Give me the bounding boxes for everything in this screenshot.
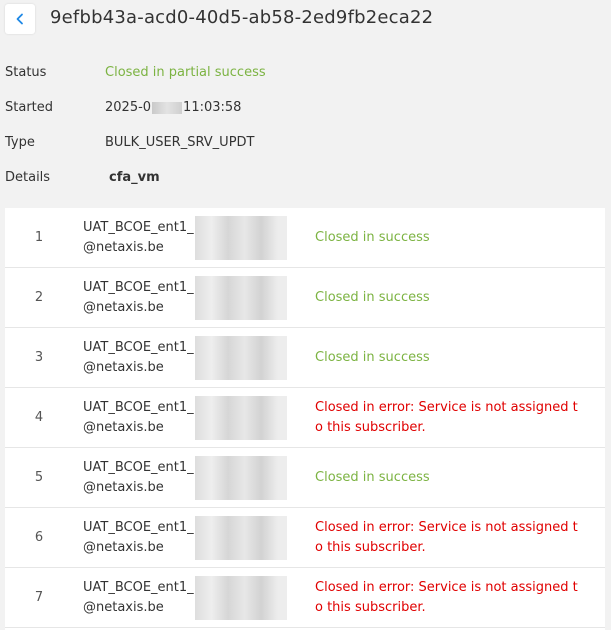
table-row: 6 UAT_BCOE_ent1_ @netaxis.be Closed in erro…: [5, 508, 605, 568]
row-user: UAT_BCOE_ent1_ @netaxis.be: [83, 336, 293, 380]
row-user: UAT_BCOE_ent1_ @netaxis.be: [83, 576, 293, 620]
user-prefix: UAT_BCOE_ent1_: [83, 580, 194, 595]
row-status: Closed in success: [315, 470, 430, 485]
page-header: 9efbb43a-acd0-40d5-ab58-2ed9fb2eca22: [0, 0, 611, 38]
started-time: 11:03:58: [183, 100, 242, 115]
type-value: BULK_USER_SRV_UPDT: [105, 135, 255, 150]
table-row: 4 UAT_BCOE_ent1_ @netaxis.be Closed in erro…: [5, 388, 605, 448]
user-prefix: UAT_BCOE_ent1_: [83, 340, 194, 355]
redacted-block: [195, 216, 287, 260]
row-number: 6: [34, 530, 44, 545]
row-status: Closed in success: [315, 350, 430, 365]
started-row: Started 2025-0 11:03:58: [5, 98, 305, 118]
row-number: 3: [34, 350, 44, 365]
table-row: 3 UAT_BCOE_ent1_ @netaxis.be Closed in succ…: [5, 328, 605, 388]
back-button[interactable]: [5, 4, 35, 34]
started-value: 2025-0 11:03:58: [105, 98, 241, 118]
status-label: Status: [5, 65, 47, 80]
row-status: Closed in error: Service is not assigned…: [315, 580, 578, 615]
user-domain: @netaxis.be: [83, 300, 164, 315]
page-title: 9efbb43a-acd0-40d5-ab58-2ed9fb2eca22: [50, 7, 434, 28]
row-status: Closed in success: [315, 230, 430, 245]
redacted-block: [195, 456, 287, 500]
user-domain: @netaxis.be: [83, 240, 164, 255]
redacted-block: [195, 576, 287, 620]
row-number: 4: [34, 410, 44, 425]
chevron-left-icon: [16, 13, 23, 25]
type-label: Type: [5, 135, 35, 150]
user-domain: @netaxis.be: [83, 420, 164, 435]
user-prefix: UAT_BCOE_ent1_: [83, 220, 194, 235]
row-number: 2: [34, 290, 44, 305]
row-status: Closed in error: Service is not assigned…: [315, 520, 578, 555]
row-number: 1: [34, 230, 44, 245]
user-domain: @netaxis.be: [83, 540, 164, 555]
row-number: 5: [34, 470, 44, 485]
row-user: UAT_BCOE_ent1_ @netaxis.be: [83, 276, 293, 320]
user-prefix: UAT_BCOE_ent1_: [83, 280, 194, 295]
redacted-block: [195, 396, 287, 440]
row-user: UAT_BCOE_ent1_ @netaxis.be: [83, 516, 293, 560]
status-value: Closed in partial success: [105, 65, 266, 80]
redacted-block: [195, 276, 287, 320]
type-row: Type BULK_USER_SRV_UPDT: [5, 133, 305, 153]
row-user: UAT_BCOE_ent1_ @netaxis.be: [83, 216, 293, 260]
user-prefix: UAT_BCOE_ent1_: [83, 520, 194, 535]
user-domain: @netaxis.be: [83, 480, 164, 495]
table-row: 7 UAT_BCOE_ent1_ @netaxis.be Closed in erro…: [5, 568, 605, 628]
details-label: Details: [5, 170, 51, 185]
user-domain: @netaxis.be: [83, 600, 164, 615]
redacted-block: [195, 336, 287, 380]
table-row: 2 UAT_BCOE_ent1_ @netaxis.be Closed in succ…: [5, 268, 605, 328]
user-domain: @netaxis.be: [83, 360, 164, 375]
user-prefix: UAT_BCOE_ent1_: [83, 400, 194, 415]
row-user: UAT_BCOE_ent1_ @netaxis.be: [83, 456, 293, 500]
user-prefix: UAT_BCOE_ent1_: [83, 460, 194, 475]
started-label: Started: [5, 100, 54, 115]
redacted-block: [195, 516, 287, 560]
row-number: 7: [34, 590, 44, 605]
row-user: UAT_BCOE_ent1_ @netaxis.be: [83, 396, 293, 440]
table-row: 1 UAT_BCOE_ent1_ @netaxis.be Closed in succ…: [5, 208, 605, 268]
redacted-block: [152, 101, 183, 114]
status-row: Status Closed in partial success: [5, 63, 305, 83]
details-row: Details cfa_vm: [5, 168, 305, 188]
details-value: cfa_vm: [109, 170, 160, 185]
row-status: Closed in success: [315, 290, 430, 305]
started-date-prefix: 2025-0: [105, 100, 152, 115]
row-status: Closed in error: Service is not assigned…: [315, 400, 578, 435]
table-row: 5 UAT_BCOE_ent1_ @netaxis.be Closed in succ…: [5, 448, 605, 508]
